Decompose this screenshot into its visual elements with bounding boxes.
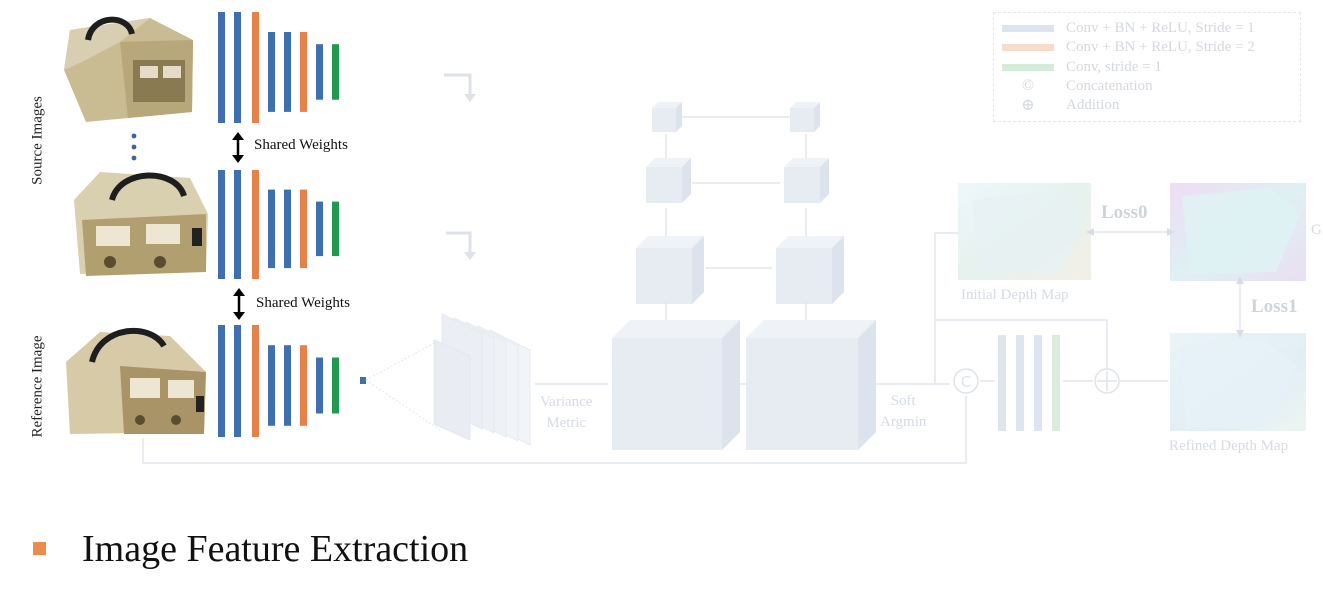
warp-arrow-2 (446, 231, 472, 254)
bullet-text: Image Feature Extraction (82, 528, 469, 570)
feature-layer-bar-stride2 (300, 345, 307, 426)
feature-layer-bar-stride1 (268, 189, 275, 269)
addition-icon: ⊕ (1021, 97, 1035, 114)
warp-arrow-1 (444, 73, 472, 96)
soft-argmin-label: Soft Argmin (880, 391, 926, 433)
legend-text-conv: Conv, stride = 1 (1066, 58, 1162, 75)
feature-extractor-bars (218, 12, 339, 437)
feature-layer-bar-stride1 (284, 32, 291, 112)
feature-layer-bar-conv (332, 44, 339, 100)
legend-row-stride2: Conv + BN + ReLU, Stride = 2 (1002, 38, 1255, 56)
feature-layer-bar-stride2 (252, 170, 259, 279)
legend-row-addition: ⊕ Addition (1002, 96, 1120, 115)
legend-text-addition: Addition (1066, 96, 1120, 113)
feature-layer-bar-stride1 (316, 201, 323, 257)
reference-image (62, 322, 210, 440)
refine-layer-bar-stride1 (1016, 335, 1024, 431)
legend-row-conv: Conv, stride = 1 (1002, 58, 1162, 76)
refine-layer-bar-stride1 (1034, 335, 1042, 431)
cnn-cube-small-2 (784, 158, 829, 203)
refine-layer-bar-conv (1052, 335, 1060, 431)
svg-text:C: C (961, 373, 971, 391)
shared-weights-label-bottom: Shared Weights (256, 295, 350, 311)
feature-layer-bar-conv (332, 357, 339, 414)
legend-text-stride2: Conv + BN + ReLU, Stride = 2 (1066, 38, 1255, 55)
refined-depth-map-label: Refined Depth Map (1169, 438, 1289, 454)
legend: Conv + BN + ReLU, Stride = 1 Conv + BN +… (993, 12, 1301, 122)
feature-layer-bar-stride1 (234, 325, 241, 437)
soft-argmin-line2: Argmin (880, 414, 927, 430)
addition-node (1094, 368, 1120, 394)
source-image-2 (66, 163, 212, 279)
ellipsis-dots (131, 133, 137, 161)
cnn-cube-large-1 (612, 320, 740, 450)
feature-layer-bar-stride1 (284, 189, 291, 269)
cnn-connectors (142, 116, 1241, 464)
cnn-cube-tiny-1 (652, 102, 682, 132)
shared-weights-arrow-top (232, 132, 244, 163)
variance-metric-line2: Metric (546, 415, 587, 431)
feature-layer-bar-stride1 (218, 170, 225, 279)
refine-layer-bar-stride1 (998, 335, 1006, 431)
cost-volume-stack (433, 313, 531, 446)
cnn-cube-small-1 (646, 158, 691, 203)
concatenation-node: C (953, 368, 979, 394)
feature-layer-bar-stride1 (316, 357, 323, 414)
legend-swatch-stride2 (1002, 43, 1054, 51)
refinement-bars (998, 335, 1060, 431)
legend-swatch-stride1 (1002, 24, 1054, 32)
cnn-cube-mid-2 (776, 236, 844, 304)
legend-text-stride1: Conv + BN + ReLU, Stride = 1 (1066, 19, 1255, 36)
gt-partial-label: G (1311, 222, 1322, 238)
regularization-3d-cnn (612, 102, 876, 450)
legend-swatch-conv (1002, 63, 1054, 71)
feature-layer-bar-conv (332, 201, 339, 257)
loss1-label: Loss1 (1251, 296, 1298, 317)
shared-weights-label-top: Shared Weights (254, 137, 348, 153)
feature-layer-bar-stride1 (316, 44, 323, 100)
projection-cone (360, 339, 441, 431)
cnn-cube-tiny-2 (790, 102, 820, 132)
source-image-1 (62, 12, 195, 124)
feature-layer-bar-stride1 (218, 325, 225, 437)
legend-text-concat: Concatenation (1066, 77, 1153, 94)
shared-weights-arrow-bottom (233, 288, 245, 320)
feature-layer-bar-stride2 (252, 325, 259, 437)
legend-row-concat: © Concatenation (1002, 77, 1153, 95)
feature-layer-bar-stride2 (300, 189, 307, 269)
soft-argmin-line1: Soft (890, 393, 916, 409)
feature-layer-bar-stride1 (234, 12, 241, 123)
bullet-marker (33, 542, 46, 555)
variance-metric-label: Variance Metric (540, 392, 592, 434)
feature-layer-bar-stride1 (234, 170, 241, 279)
feature-layer-bar-stride1 (284, 345, 291, 426)
legend-row-stride1: Conv + BN + ReLU, Stride = 1 (1002, 19, 1255, 37)
concatenation-icon: © (1021, 77, 1035, 94)
loss0-label: Loss0 (1101, 202, 1148, 223)
initial-depth-map-label: Initial Depth Map (961, 287, 1069, 303)
cnn-cube-mid-1 (636, 236, 704, 304)
feature-layer-bar-stride1 (268, 32, 275, 112)
cnn-cube-large-2 (746, 320, 876, 450)
feature-layer-bar-stride2 (300, 32, 307, 112)
variance-metric-line1: Variance (540, 394, 593, 410)
feature-layer-bar-stride1 (268, 345, 275, 426)
feature-layer-bar-stride2 (252, 12, 259, 123)
feature-layer-bar-stride1 (218, 12, 225, 123)
